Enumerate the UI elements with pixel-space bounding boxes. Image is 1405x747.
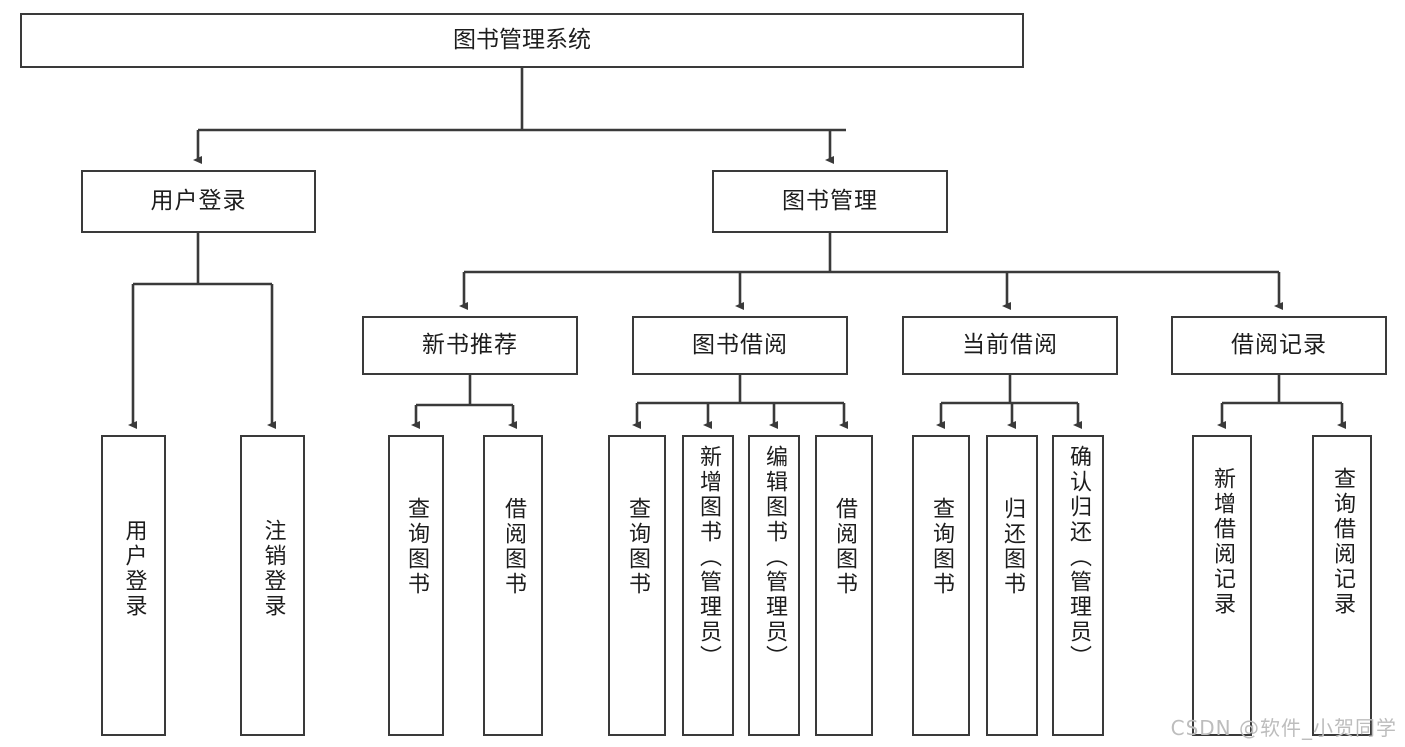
node-label: 新增借阅记录 [1210,467,1235,617]
node-leaf-query-book-borrow[interactable]: 查询图书 [608,435,666,736]
node-leaf-query-borrow-record[interactable]: 查询借阅记录 [1312,435,1372,736]
node-book-management[interactable]: 图书管理 [712,170,948,233]
node-label: 图书借阅 [692,331,788,358]
node-label: 查询图书 [625,497,650,597]
node-leaf-logout-login[interactable]: 注销登录 [240,435,305,736]
node-label: 借阅图书 [501,497,526,597]
node-leaf-add-book-admin[interactable]: 新增图书（管理员） [682,435,734,736]
node-label: 确认归还（管理员） [1066,445,1091,670]
node-label: 查询图书 [929,497,954,597]
node-leaf-user-login[interactable]: 用户登录 [101,435,166,736]
node-label: 借阅记录 [1231,331,1327,358]
node-book-borrow[interactable]: 图书借阅 [632,316,848,375]
node-label: 归还图书 [1000,497,1025,597]
node-label: 新增图书（管理员） [696,445,721,670]
node-label: 查询借阅记录 [1330,467,1355,617]
node-new-book-recommend[interactable]: 新书推荐 [362,316,578,375]
node-label: 注销登录 [260,519,286,619]
csdn-watermark: CSDN @软件_小贺同学 [1170,716,1397,740]
node-leaf-confirm-return-admin[interactable]: 确认归还（管理员） [1052,435,1104,736]
node-borrow-record[interactable]: 借阅记录 [1171,316,1387,375]
node-leaf-borrow-book-borrow[interactable]: 借阅图书 [815,435,873,736]
node-label: 查询图书 [404,497,429,597]
node-book-management-system[interactable]: 图书管理系统 [20,13,1024,68]
node-label: 新书推荐 [422,331,518,358]
node-label: 图书管理 [782,187,878,214]
node-leaf-borrow-book-recommend[interactable]: 借阅图书 [483,435,543,736]
node-leaf-return-book[interactable]: 归还图书 [986,435,1038,736]
node-leaf-add-borrow-record[interactable]: 新增借阅记录 [1192,435,1252,736]
node-label: 图书管理系统 [453,26,591,53]
node-user-login[interactable]: 用户登录 [81,170,316,233]
node-leaf-query-book-current[interactable]: 查询图书 [912,435,970,736]
node-leaf-query-book-recommend[interactable]: 查询图书 [388,435,444,736]
node-label: 借阅图书 [832,497,857,597]
node-label: 当前借阅 [962,331,1058,358]
node-leaf-edit-book-admin[interactable]: 编辑图书（管理员） [748,435,800,736]
node-label: 用户登录 [150,187,247,214]
node-current-borrow[interactable]: 当前借阅 [902,316,1118,375]
node-label: 编辑图书（管理员） [762,445,787,670]
node-label: 用户登录 [121,519,147,619]
